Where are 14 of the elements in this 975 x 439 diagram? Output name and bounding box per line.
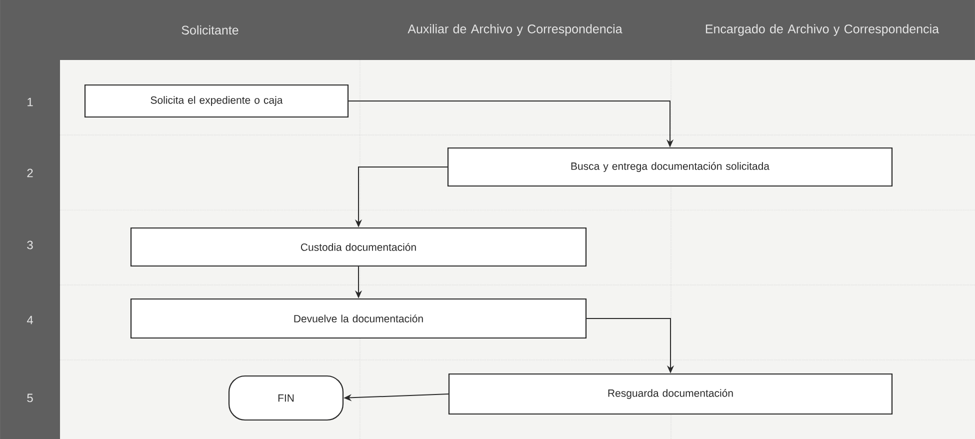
row-number: 4 [26, 316, 33, 324]
row-number: 2 [27, 168, 33, 178]
lane-header: Encargado de Archivo y Correspondencia [706, 24, 940, 36]
process-box: Busca y entrega documentación solicitada [447, 147, 893, 187]
process-box: Resguarda documentación [448, 373, 893, 415]
row-number: 3 [27, 240, 33, 250]
process-box: Custodia documentación [130, 227, 587, 267]
lane-header: Auxiliar de Archivo y Correspondencia [408, 24, 622, 36]
terminator: FIN [228, 375, 344, 421]
process-box: Solicita el expediente o caja [84, 84, 349, 118]
row-number: 5 [27, 394, 33, 402]
lane-header: Solicitante [182, 25, 238, 35]
row-number: 1 [28, 98, 33, 106]
process-box: Devuelve la documentación [130, 298, 587, 339]
